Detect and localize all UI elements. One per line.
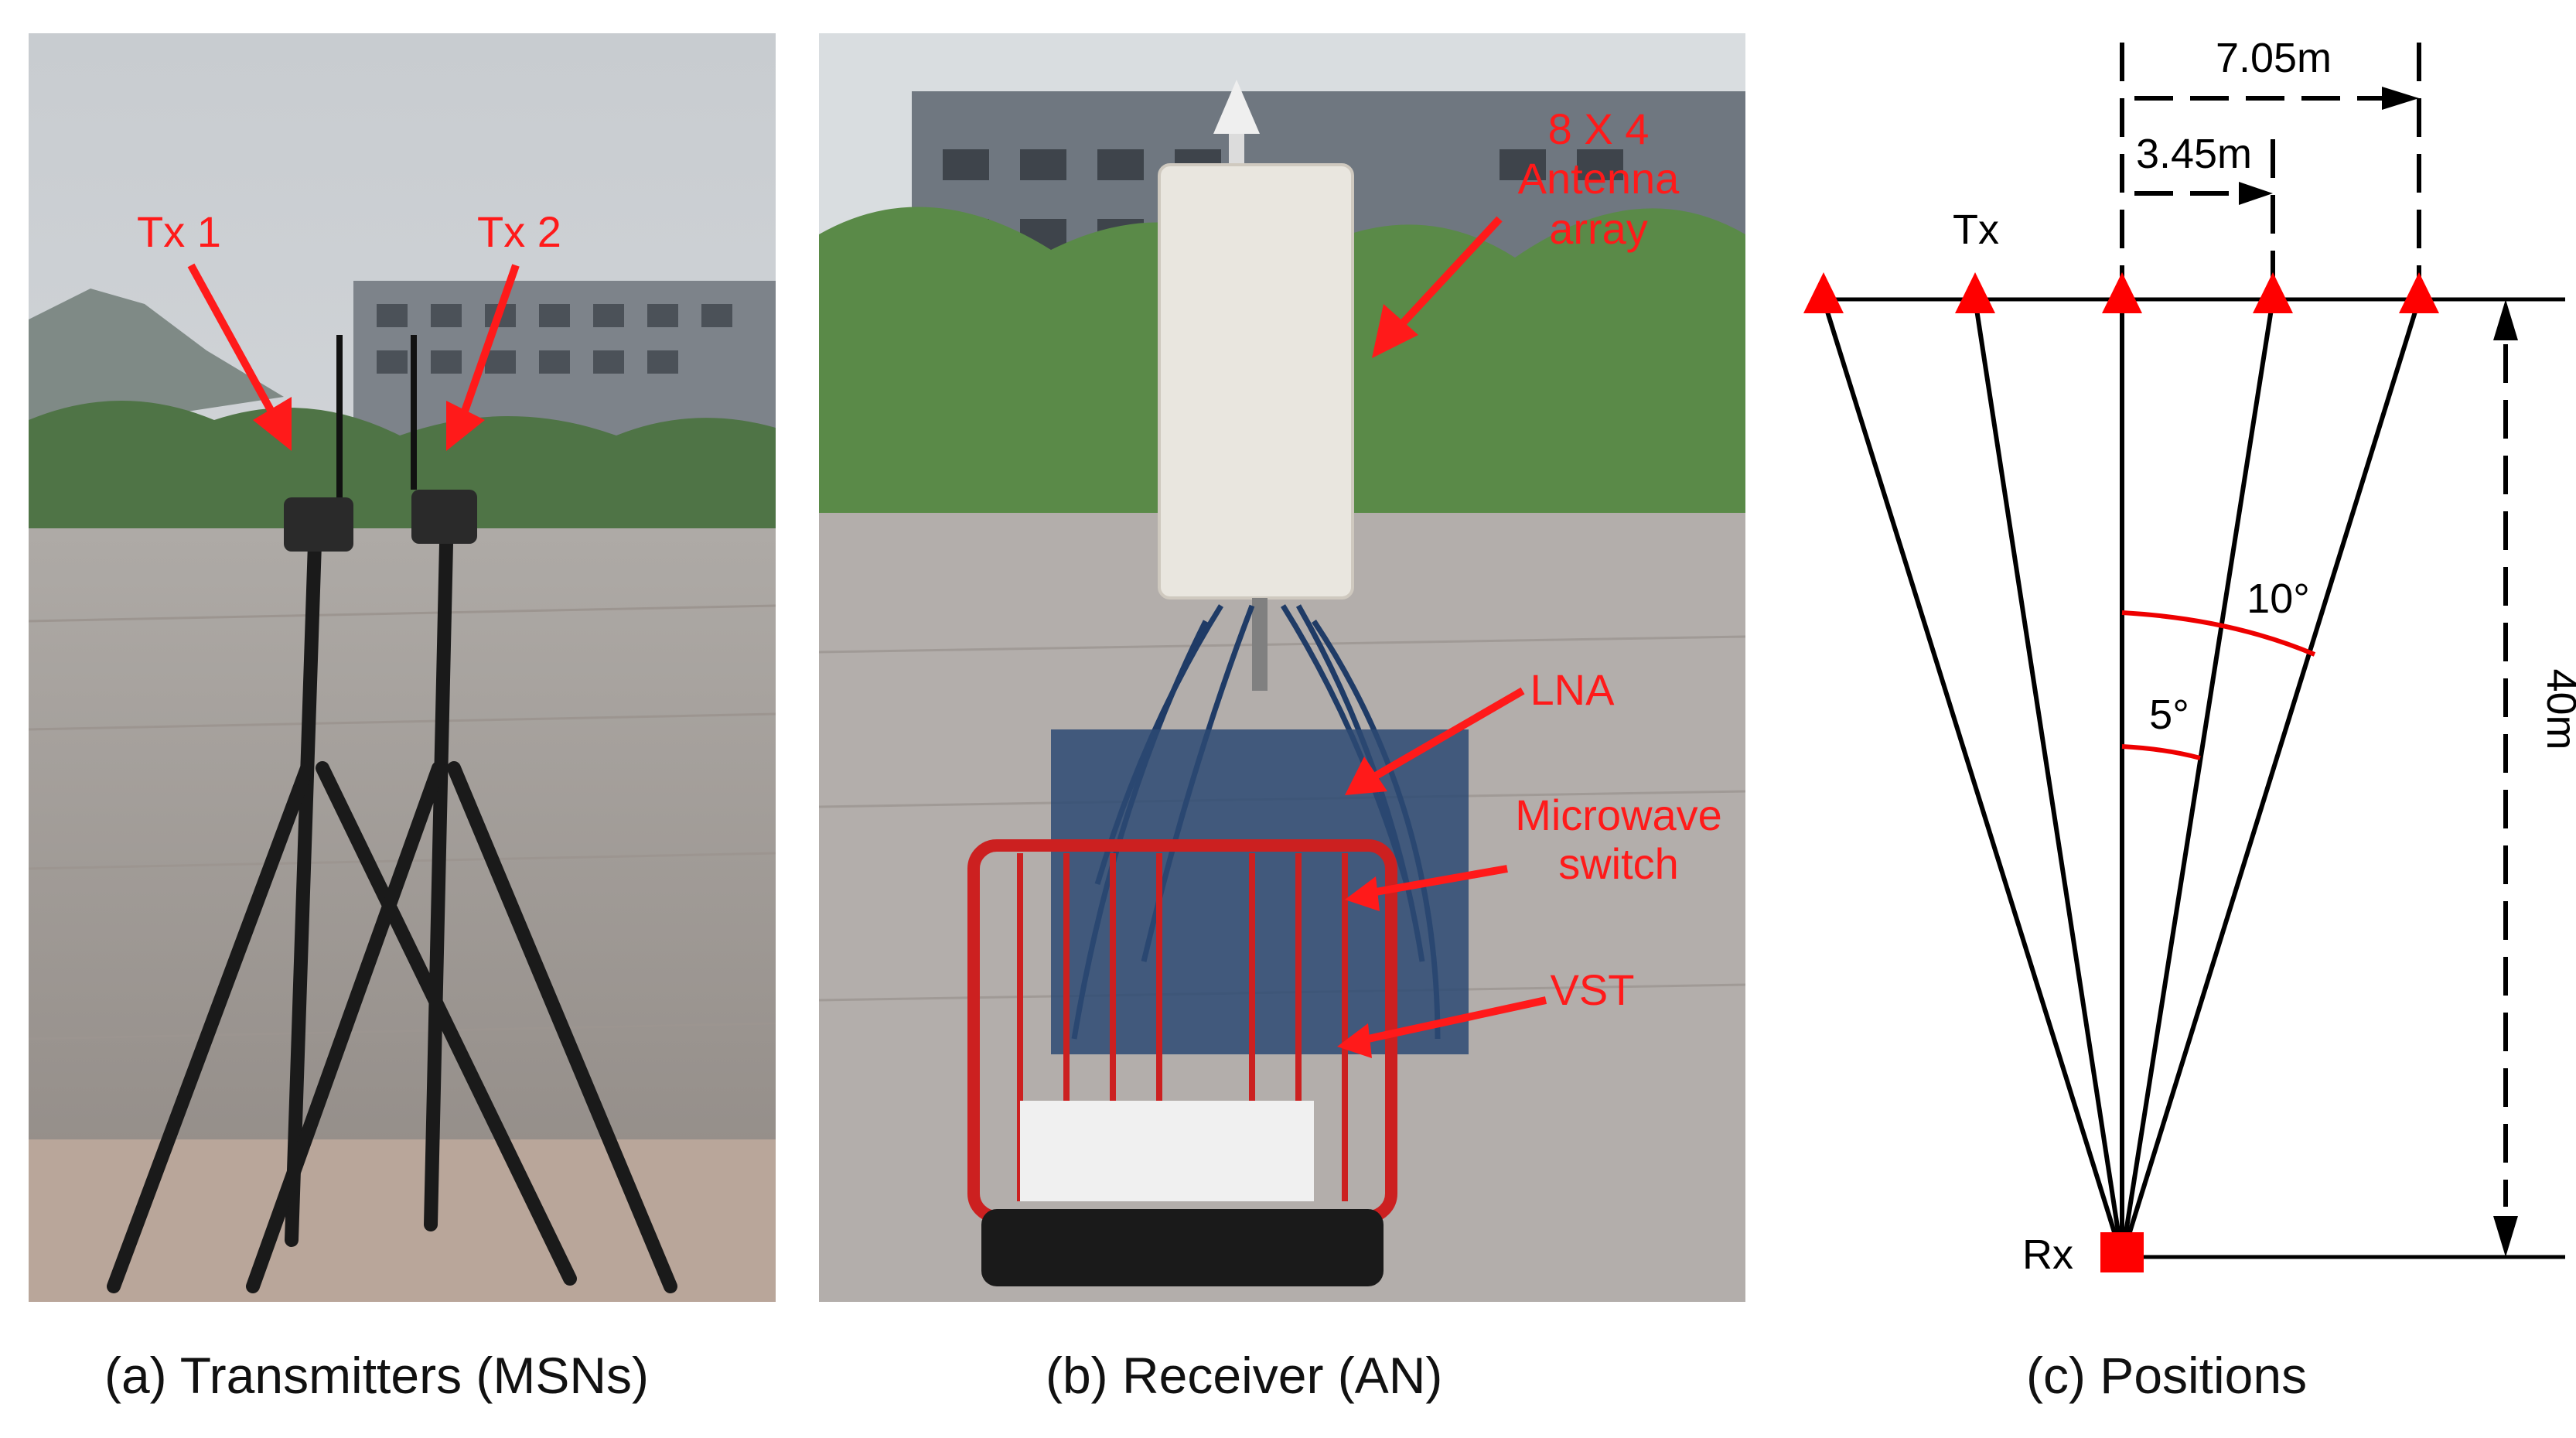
photo-receiver: 8 X 4 Antenna array LNA Microwave switch…: [819, 33, 1745, 1302]
caption-positions: (c) Positions: [2026, 1347, 2308, 1404]
arrow-dim-inner: [2239, 182, 2273, 205]
receiver-annotations: 8 X 4 Antenna array LNA Microwave switch…: [1337, 104, 1722, 1058]
label-tx1: Tx 1: [137, 207, 221, 256]
label-switch-line2: switch: [1558, 839, 1679, 888]
receiver-photo-illustration: [819, 33, 1745, 1302]
positions-diagram: Tx Rx 7.05m 3.45m 10° 5° 40m: [1771, 15, 2576, 1315]
caption-transmitters: (a) Transmitters (MSNs): [104, 1347, 650, 1404]
arrow-dim-outer: [2382, 87, 2419, 110]
label-antenna-line2: Antenna: [1518, 154, 1680, 203]
label-rx: Rx: [2022, 1231, 2073, 1278]
signal-paths: [1821, 299, 2421, 1258]
label-angle-5: 5°: [2149, 692, 2189, 738]
arrow-antenna: [1372, 304, 1418, 358]
label-antenna-line3: array: [1549, 204, 1648, 253]
arrow-height-top: [2493, 299, 2518, 340]
tx-marker-5: [2399, 272, 2439, 313]
transmitters-annotations: Tx 1 Tx 2: [137, 207, 561, 451]
arrow-switch: [1345, 876, 1380, 911]
dimension-guides: [2120, 43, 2508, 1207]
photo-transmitters: Tx 1 Tx 2: [29, 33, 776, 1302]
label-tx: Tx: [1953, 207, 1999, 253]
arrow-tx2: [446, 401, 485, 451]
label-switch-line1: Microwave: [1515, 791, 1722, 839]
angle-arc-5: [2121, 744, 2201, 760]
label-height: 40m: [2538, 668, 2576, 750]
label-dist-outer: 7.05m: [2216, 35, 2332, 81]
caption-receiver: (b) Receiver (AN): [1046, 1347, 1443, 1404]
tx-marker-1: [1803, 272, 1844, 313]
arrow-tx1: [253, 397, 292, 451]
label-angle-10: 10°: [2247, 576, 2310, 622]
arrow-lna: [1345, 757, 1387, 795]
tx-markers: [1803, 272, 2439, 313]
rx-marker: [2100, 1232, 2144, 1272]
tx-marker-2: [1955, 272, 1995, 313]
arrow-height-bottom: [2493, 1216, 2518, 1257]
positions-svg: Tx Rx 7.05m 3.45m 10° 5° 40m: [1803, 35, 2576, 1278]
label-lna: LNA: [1530, 665, 1616, 714]
angle-arc-10: [2121, 610, 2316, 657]
transmitters-photo-illustration: [29, 33, 776, 1302]
arrow-vst: [1337, 1023, 1372, 1058]
label-dist-inner: 3.45m: [2136, 131, 2252, 177]
label-tx2: Tx 2: [477, 207, 561, 256]
label-antenna-line1: 8 X 4: [1548, 104, 1650, 153]
label-vst: VST: [1551, 965, 1635, 1014]
tx-marker-3: [2102, 272, 2142, 313]
tx-marker-4: [2253, 272, 2293, 313]
